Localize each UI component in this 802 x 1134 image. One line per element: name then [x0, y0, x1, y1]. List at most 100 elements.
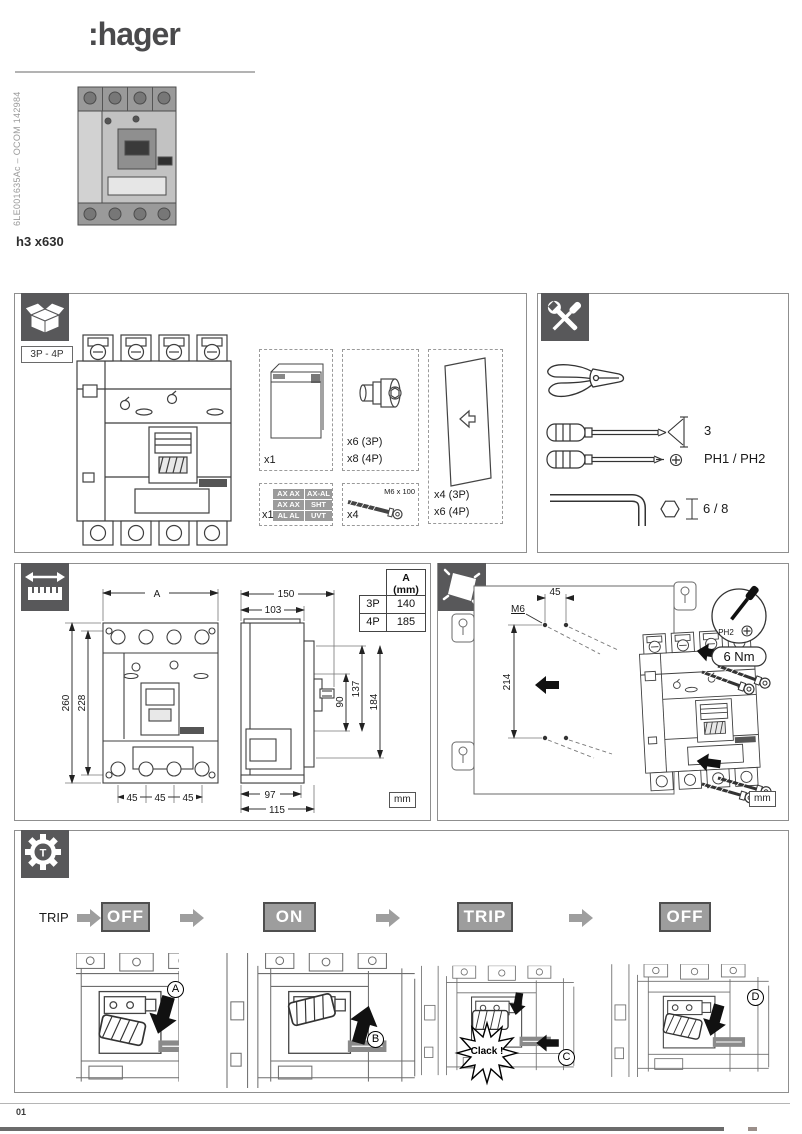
state-off-1: OFF	[101, 902, 150, 932]
section-packing: 3P - 4P x1	[14, 293, 527, 553]
trip-step-b-drawing	[211, 953, 423, 1088]
hex-size-label: 6 / 8	[703, 501, 729, 516]
table-header: A (mm)	[386, 569, 426, 596]
ruler-icon	[21, 563, 69, 611]
label-cell: AX-AL	[305, 489, 332, 499]
section-tools: 3 PH1 / PH2	[537, 293, 789, 553]
table-value-4p: 185	[386, 613, 426, 632]
part-terminal-cover: x4 (3P) x6 (4P)	[428, 349, 503, 524]
part-label-sheet: AX AX AX-AL AX AX SHT AL AL UVT x1	[259, 483, 333, 526]
part-leaflet: x1	[259, 349, 333, 471]
leaflet-qty: x1	[264, 454, 276, 466]
flow-arrow	[569, 909, 593, 927]
section-trip-test: T TRIP OFF ON TRIP OFF	[14, 830, 789, 1093]
dim-A: A	[154, 589, 161, 600]
label-cell: SHT	[305, 500, 332, 510]
dim-137: 137	[351, 680, 362, 697]
unit-tag: mm	[389, 792, 416, 808]
hex-key-icon	[550, 494, 646, 526]
hex-size-symbol	[660, 498, 698, 520]
label-cell: AX AX	[273, 500, 304, 510]
screwdriver-bit-label: PH2	[718, 628, 734, 637]
unit-tag: mm	[749, 791, 776, 807]
state-trip: TRIP	[457, 902, 513, 932]
part-connector: x6 (3P) x8 (4P)	[342, 349, 419, 471]
table-header-unit: (mm)	[393, 584, 419, 596]
label-cell: AX AX	[273, 489, 304, 499]
pliers-icon	[547, 364, 625, 398]
phillips-size-label: PH1 / PH2	[704, 451, 766, 466]
product-name: h3 x630	[16, 234, 64, 249]
state-off-2: OFF	[659, 902, 711, 932]
poles-label: 3P - 4P	[21, 346, 73, 363]
dim-45-1: 45	[126, 793, 138, 804]
dim-45-3: 45	[182, 793, 194, 804]
connector-qty-3p: x6 (3P)	[347, 436, 383, 448]
tools-icon	[541, 293, 589, 341]
header-divider	[15, 71, 255, 73]
trip-step-a-drawing	[76, 953, 179, 1088]
torque-label: 6 Nm	[723, 649, 754, 664]
dim-184: 184	[369, 693, 380, 710]
hager-logo: :hager	[88, 16, 181, 52]
package-icon	[21, 293, 69, 341]
leaflet-icon	[270, 363, 324, 439]
test-gear-icon: T	[21, 830, 69, 878]
connector-icon	[359, 378, 402, 408]
label-cell: AL AL	[273, 511, 304, 521]
step-d-label: D	[747, 989, 764, 1006]
section-dimensions: A 260 228 45 45 45	[14, 563, 431, 821]
trip-step-d-drawing	[601, 953, 773, 1088]
phillips-bit-symbol	[669, 453, 683, 467]
dim-228: 228	[77, 694, 88, 711]
dim-115: 115	[269, 805, 285, 816]
table-poles-4p: 4P	[359, 613, 387, 632]
side-view-drawing: 150 103 90 137 184 97 115	[240, 588, 384, 816]
section-mounting: 45 M6 214 PH2	[437, 563, 789, 821]
connector-qty-4p: x8 (4P)	[347, 453, 383, 465]
footer-divider	[0, 1103, 790, 1104]
dim-150: 150	[278, 589, 295, 600]
step-b-label: B	[367, 1031, 384, 1048]
cover-qty-3p: x4 (3P)	[434, 489, 470, 501]
clack-starburst	[454, 1020, 520, 1086]
footer-tick	[748, 1127, 757, 1131]
phillips-screwdriver-icon	[546, 450, 664, 469]
dim-45-2: 45	[154, 793, 166, 804]
dim-hole-45: 45	[549, 587, 561, 598]
flow-arrow	[180, 909, 204, 927]
dim-97: 97	[264, 790, 276, 801]
screw-icon	[347, 499, 403, 520]
screw-thread-label: M6	[511, 604, 525, 615]
flow-arrow	[77, 909, 101, 927]
front-view-drawing: A 260 228 45 45 45	[61, 589, 219, 804]
dim-hole-214: 214	[502, 673, 513, 690]
state-on: ON	[263, 902, 316, 932]
terminal-cover-icon	[444, 357, 492, 487]
trip-start-label: TRIP	[39, 910, 69, 925]
table-poles-3p: 3P	[359, 595, 387, 614]
dim-260: 260	[61, 694, 72, 711]
screw-size: M6 x 100	[384, 487, 415, 496]
flat-size-label: 3	[704, 423, 712, 438]
clack-label: Clack !	[470, 1046, 504, 1057]
flow-arrow	[376, 909, 400, 927]
screw-qty: x4	[347, 509, 359, 521]
footer-bar	[0, 1127, 724, 1131]
step-c-label: C	[558, 1049, 575, 1066]
part-screw: M6 x 100 x4	[342, 483, 419, 526]
document-reference: 6LE001635Ac – OCOM 142984	[12, 91, 22, 226]
flat-blade-symbol	[667, 416, 688, 448]
page-number: 01	[16, 1107, 27, 1117]
flat-screwdriver-icon	[546, 423, 667, 442]
table-header-A: A	[402, 572, 410, 584]
label-sheet-icon: AX AX AX-AL AX AX SHT AL AL UVT	[273, 489, 332, 521]
table-value-3p: 140	[386, 595, 426, 614]
dim-90: 90	[335, 696, 346, 708]
cover-qty-4p: x6 (4P)	[434, 506, 470, 518]
svg-text:T: T	[40, 848, 47, 860]
step-a-label: A	[167, 981, 184, 998]
breaker-front-drawing	[69, 326, 239, 548]
label-sheet-qty: x1	[262, 509, 274, 521]
